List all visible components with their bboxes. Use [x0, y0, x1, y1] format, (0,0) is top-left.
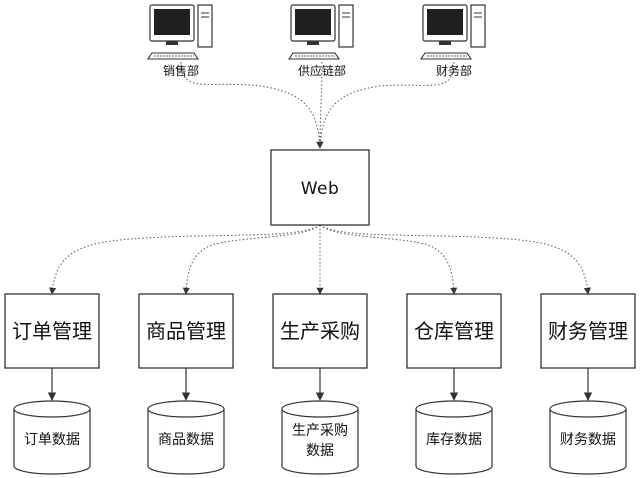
module-label-4: 财务管理 — [548, 319, 628, 343]
connector-web-module-1 — [182, 224, 321, 295]
database-cylinder-icon — [13, 400, 91, 475]
web-server-label: Web — [301, 179, 340, 199]
connector-web-module-3 — [319, 224, 458, 295]
database-2: 生产采购 数据 — [281, 400, 359, 475]
connector-web-module-4 — [319, 224, 591, 295]
connector-client-2-web — [319, 61, 455, 149]
client-2: 财务部 — [419, 4, 486, 78]
client-0: 销售部 — [146, 4, 213, 78]
module-label-3: 仓库管理 — [414, 319, 494, 343]
database-cylinder-icon — [281, 400, 359, 475]
database-label-0: 订单数据 — [24, 432, 80, 448]
module-4: 财务管理 — [540, 293, 636, 369]
database-4: 财务数据 — [549, 400, 627, 475]
module-2: 生产采购 — [272, 293, 368, 369]
client-label-0: 销售部 — [163, 63, 199, 78]
module-label-0: 订单管理 — [12, 319, 92, 343]
database-label-2-line-1: 生产采购 — [292, 423, 348, 439]
database-cylinder-icon — [415, 400, 493, 475]
connector-web-module-0 — [49, 224, 321, 295]
module-label-1: 商品管理 — [146, 319, 226, 343]
web-server-node: Web — [270, 149, 370, 226]
client-label-2: 财务部 — [436, 63, 472, 78]
database-cylinder-icon — [147, 400, 225, 475]
database-label-3: 库存数据 — [426, 432, 482, 448]
desktop-computer-icon — [287, 4, 354, 60]
database-label-4: 财务数据 — [560, 432, 616, 448]
connector-client-0-web — [180, 61, 324, 149]
client-1: 供应链部 — [287, 4, 354, 78]
database-1: 商品数据 — [147, 400, 225, 475]
module-1: 商品管理 — [138, 293, 234, 369]
database-label-2-line-2: 数据 — [306, 443, 334, 459]
database-cylinder-icon — [549, 400, 627, 475]
module-3: 仓库管理 — [406, 293, 502, 369]
database-3: 库存数据 — [415, 400, 493, 475]
database-0: 订单数据 — [13, 400, 91, 475]
database-label-1: 商品数据 — [158, 432, 214, 448]
client-label-1: 供应链部 — [298, 63, 346, 78]
desktop-computer-icon — [146, 4, 213, 60]
module-label-2: 生产采购 — [280, 319, 360, 343]
desktop-computer-icon — [419, 4, 486, 60]
module-0: 订单管理 — [4, 293, 100, 369]
